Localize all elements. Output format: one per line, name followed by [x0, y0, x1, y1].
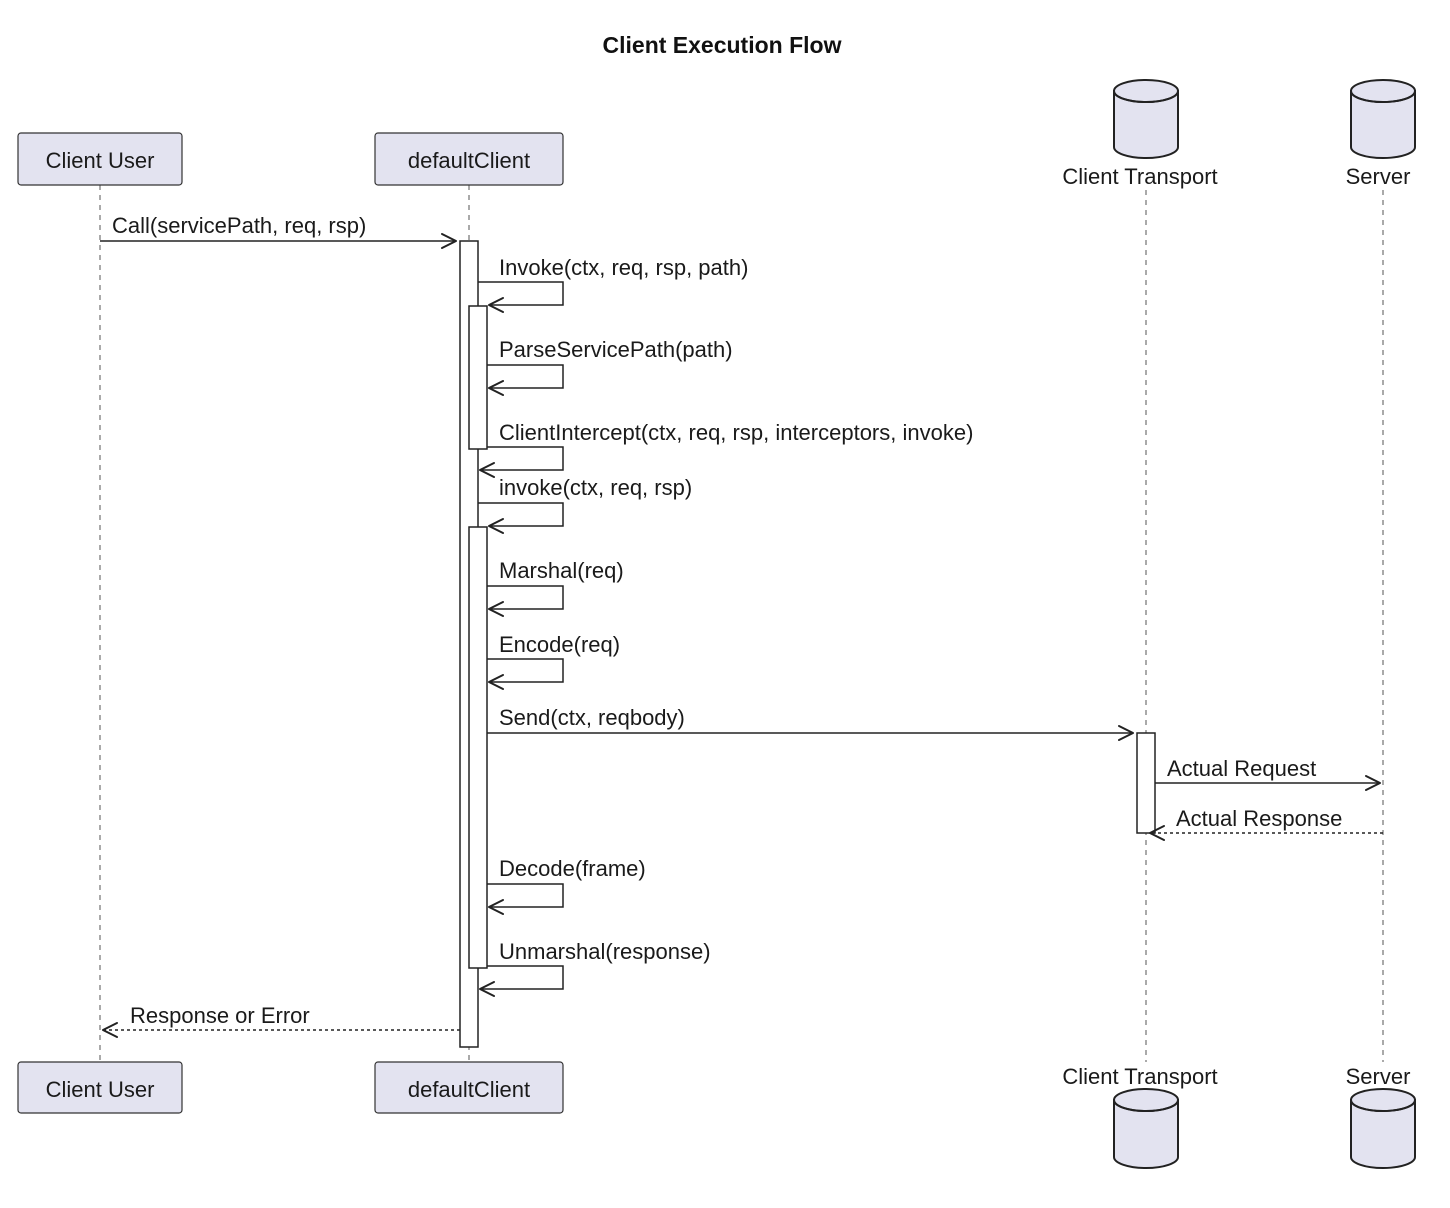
participant-label: defaultClient [408, 148, 530, 173]
diagram-title: Client Execution Flow [603, 32, 842, 58]
database-icon [1113, 79, 1179, 159]
participant-label: Client Transport [1062, 1064, 1217, 1089]
message-label: Encode(req) [499, 632, 620, 657]
participant-client-transport-bottom: Client Transport [1062, 1064, 1218, 1169]
message-inner-invoke: invoke(ctx, req, rsp) [478, 475, 692, 534]
message-client-intercept: ClientIntercept(ctx, req, rsp, intercept… [479, 420, 973, 478]
database-icon [1350, 79, 1416, 159]
participant-default-client-bottom: defaultClient [374, 1061, 564, 1114]
message-label: Decode(frame) [499, 856, 646, 881]
message-decode: Decode(frame) [487, 856, 646, 915]
participant-label: Server [1346, 1064, 1411, 1089]
participant-label: defaultClient [408, 1077, 530, 1102]
message-label: Send(ctx, reqbody) [499, 705, 685, 730]
participant-label: Client Transport [1062, 164, 1217, 189]
message-response-or-error: Response or Error [102, 1003, 460, 1038]
message-actual-response: Actual Response [1149, 806, 1383, 841]
participant-client-user-bottom: Client User [17, 1061, 183, 1114]
message-label: Invoke(ctx, req, rsp, path) [499, 255, 748, 280]
activation-invoke [468, 305, 488, 450]
message-label: Response or Error [130, 1003, 310, 1028]
activation-client-transport [1136, 732, 1156, 834]
participant-server-bottom: Server [1346, 1064, 1416, 1169]
message-unmarshal: Unmarshal(response) [479, 939, 711, 997]
message-label: Unmarshal(response) [499, 939, 711, 964]
participant-default-client-top: defaultClient [374, 132, 564, 186]
message-invoke: Invoke(ctx, req, rsp, path) [478, 255, 748, 313]
message-call: Call(servicePath, req, rsp) [100, 213, 457, 249]
message-label: Actual Request [1167, 756, 1316, 781]
message-label: ClientIntercept(ctx, req, rsp, intercept… [499, 420, 973, 445]
message-encode: Encode(req) [487, 632, 620, 690]
database-icon [1350, 1088, 1416, 1169]
message-marshal: Marshal(req) [487, 558, 624, 617]
message-parse-service-path: ParseServicePath(path) [487, 337, 733, 396]
message-label: Marshal(req) [499, 558, 624, 583]
participant-label: Client User [46, 1077, 155, 1102]
message-label: invoke(ctx, req, rsp) [499, 475, 692, 500]
message-label: Call(servicePath, req, rsp) [112, 213, 366, 238]
message-label: Actual Response [1176, 806, 1342, 831]
database-icon [1113, 1088, 1179, 1169]
participant-server-top: Server [1346, 79, 1416, 189]
participant-label: Client User [46, 148, 155, 173]
participant-client-user-top: Client User [17, 132, 183, 186]
participant-label: Server [1346, 164, 1411, 189]
participant-client-transport-top: Client Transport [1062, 79, 1218, 189]
activation-inner-invoke [468, 526, 488, 969]
message-send: Send(ctx, reqbody) [487, 705, 1134, 741]
message-label: ParseServicePath(path) [499, 337, 733, 362]
message-actual-request: Actual Request [1155, 756, 1381, 791]
